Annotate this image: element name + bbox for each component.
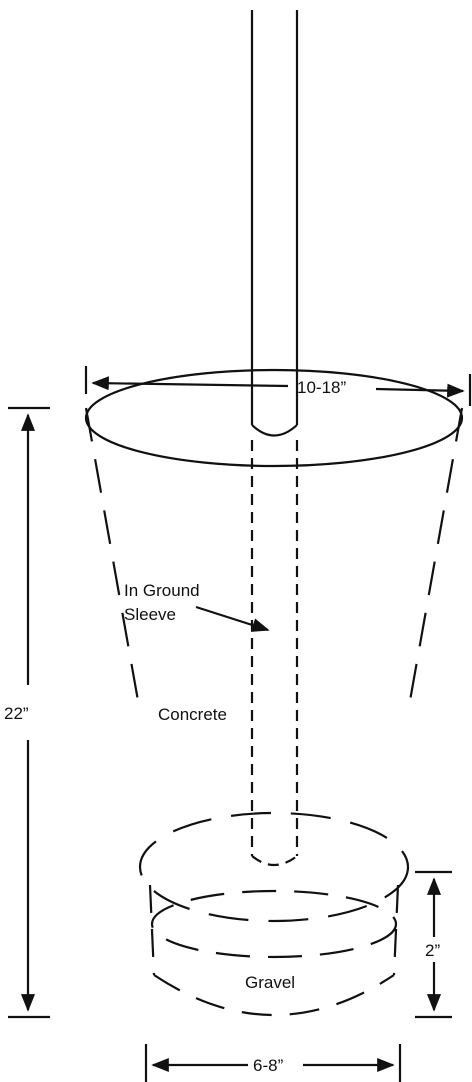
pole-bottom-curve xyxy=(251,424,298,437)
sleeve-pointer-arrow xyxy=(195,605,270,632)
gravel-top-ellipse xyxy=(138,811,410,923)
concrete-label: Concrete xyxy=(158,705,227,724)
top-width-arrow-left xyxy=(91,376,289,391)
gravel-bottom-curve xyxy=(153,974,395,1016)
gravel-left-wall xyxy=(148,884,156,976)
bottom-width-label: 6-8” xyxy=(253,1056,284,1075)
top-width-label: 10-18” xyxy=(297,378,346,397)
hole-right-wall xyxy=(406,407,464,713)
gravel-depth-label: 2” xyxy=(425,941,440,960)
gravel-label: Gravel xyxy=(245,973,295,992)
concrete-top-ellipse xyxy=(84,368,464,468)
hole-left-wall xyxy=(84,407,142,713)
sleeve-label-line2: Sleeve xyxy=(124,605,176,624)
gravel-right-wall xyxy=(392,884,400,976)
top-width-arrow-right xyxy=(375,383,465,398)
sleeve-label-line1: In Ground xyxy=(124,581,200,600)
sleeve-bottom-curve xyxy=(251,855,298,867)
gravel-mid-ellipse xyxy=(150,889,398,959)
depth-label: 22” xyxy=(4,704,29,723)
